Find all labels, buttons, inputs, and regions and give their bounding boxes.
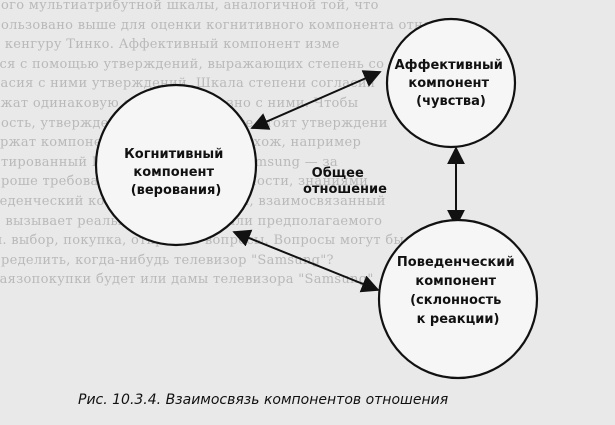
center-label: Общее отношение — [303, 166, 387, 197]
background-text-line: тся с помощью утверждений, выражающих ст… — [0, 56, 385, 72]
background-text-line: к кенгуру Тинко. Аффективный компонент и… — [0, 37, 340, 53]
edge-cognitive-behavioral — [232, 229, 380, 293]
background-text-line: ного мультиатрибутной шкалы, аналогичной… — [0, 0, 379, 13]
background-text-line: пользовано выше для оценки когнитивного … — [0, 17, 432, 33]
node-affective-label: Аффективный компонент (чувства) — [395, 58, 508, 109]
node-cognitive-label: Когнитивный компонент (верования) — [124, 147, 228, 198]
figure-caption: Рис. 10.3.4. Взаимосвязь компонентов отн… — [78, 392, 449, 408]
node-behavioral-circle — [377, 218, 539, 380]
node-cognitive-circle — [94, 83, 258, 247]
node-behavioral-label: Поведенческий компонент (склонность к ре… — [397, 255, 519, 327]
edge-cognitive-affective — [250, 70, 382, 130]
node-affective-circle — [385, 17, 517, 149]
